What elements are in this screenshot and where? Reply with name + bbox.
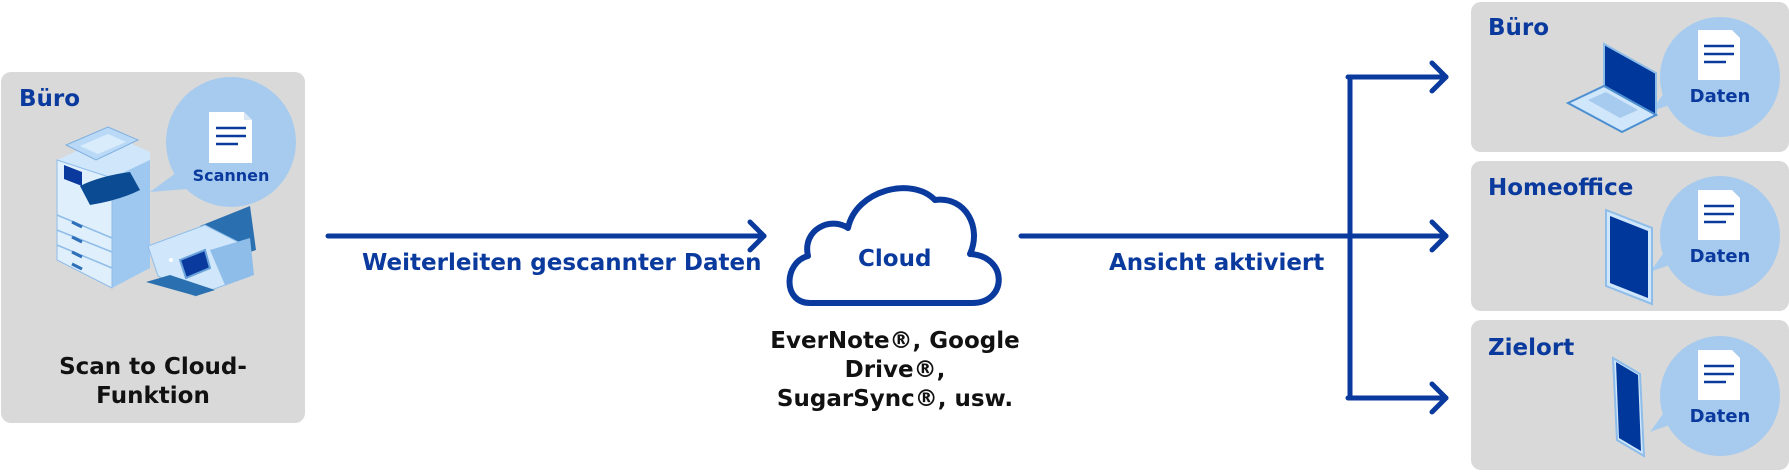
tablet-icon	[1605, 208, 1653, 306]
cloud-services-caption: EverNote®, Google Drive®, SugarSync®, us…	[720, 327, 1070, 414]
cloud-services-line2: SugarSync®, usw.	[776, 386, 1014, 412]
data-bubble-label-remote: Daten	[1689, 406, 1751, 427]
cloud-services-line1: EverNote®, Google Drive®,	[770, 328, 1020, 383]
cloud-label: Cloud	[858, 246, 932, 272]
cloud-icon	[786, 185, 1002, 306]
source-caption-line2: Funktion	[96, 383, 210, 409]
document-icon	[1698, 350, 1740, 400]
document-icon	[1698, 30, 1740, 80]
scan-bubble-label: Scannen	[192, 166, 270, 185]
destination-title-remote: Zielort	[1488, 335, 1575, 361]
forward-arrow	[325, 219, 767, 253]
smartphone-icon	[1611, 356, 1646, 458]
distribution-arrow-label: Ansicht aktiviert	[1109, 250, 1325, 276]
laptop-icon	[1565, 42, 1659, 134]
document-icon	[209, 112, 252, 163]
document-scanner-icon	[146, 206, 256, 297]
document-icon	[1698, 190, 1740, 240]
data-bubble-label-homeoffice: Daten	[1689, 246, 1751, 267]
destination-title-office: Büro	[1488, 15, 1550, 41]
destination-title-homeoffice: Homeoffice	[1488, 175, 1634, 201]
data-bubble-label-office: Daten	[1689, 86, 1751, 107]
distribution-arrows	[1018, 60, 1449, 415]
data-speech-bubble	[1650, 17, 1780, 456]
multifunction-printer-icon	[56, 126, 150, 289]
source-caption: Scan to Cloud- Funktion	[1, 353, 305, 411]
source-panel-title: Büro	[19, 86, 81, 112]
forward-arrow-label: Weiterleiten gescannter Daten	[362, 250, 762, 276]
source-caption-line1: Scan to Cloud-	[59, 354, 247, 380]
